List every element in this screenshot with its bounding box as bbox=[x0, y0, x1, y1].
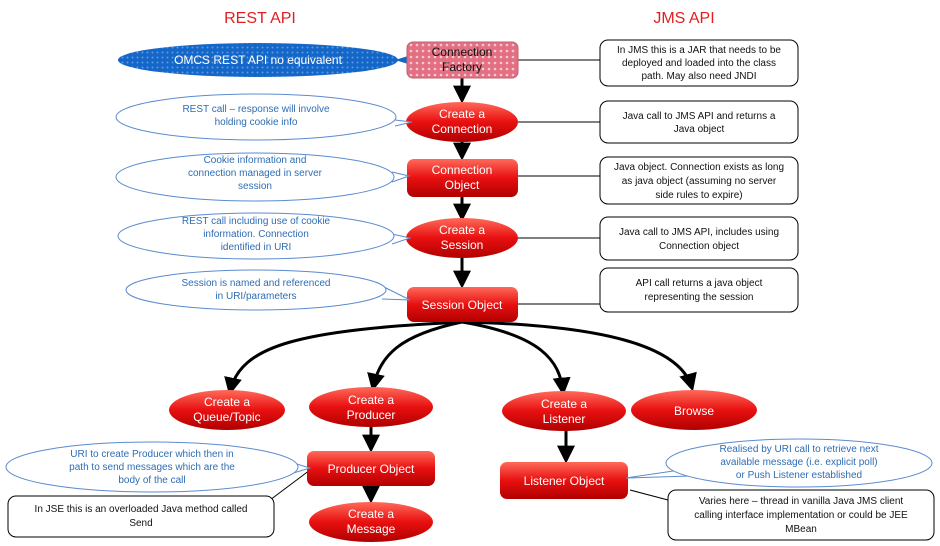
jms-note-connection-object-line3: side rules to expire) bbox=[655, 190, 742, 201]
rest-note-connection-object-line3: session bbox=[238, 181, 272, 192]
rest-note-session-object-line2: in URI/parameters bbox=[215, 291, 296, 302]
jms-note-create-connection-line1: Java call to JMS API and returns a bbox=[623, 111, 776, 122]
jms-note-create-session: Java call to JMS API, includes using Con… bbox=[599, 216, 799, 261]
omcs-label: OMCS REST API no equivalent bbox=[174, 53, 343, 67]
omcs-note: OMCS REST API no equivalent bbox=[118, 43, 408, 77]
jms-note-create-session-line1: Java call to JMS API, includes using bbox=[619, 227, 779, 238]
producer-object-label: Producer Object bbox=[328, 462, 415, 476]
rest-api-header: REST API bbox=[224, 10, 296, 27]
jms-note-session-object-line2: representing the session bbox=[645, 292, 754, 303]
rest-note-listener-object-line2: available message (i.e. explicit poll) bbox=[720, 457, 877, 468]
listener-object-node: Listener Object bbox=[500, 462, 628, 499]
jms-note-listener-object-line2: calling interface implementation or coul… bbox=[694, 510, 908, 521]
jms-note-connection-object: Java object. Connection exists as long a… bbox=[599, 156, 799, 205]
create-message-line1: Create a bbox=[348, 507, 394, 521]
jms-note-producer-object: In JSE this is an overloaded Java method… bbox=[7, 495, 275, 538]
connection-object-line1: Connection bbox=[432, 163, 493, 177]
rest-note-create-connection-line2: holding cookie info bbox=[215, 117, 298, 128]
create-queue-topic-node: Create a Queue/Topic bbox=[169, 390, 285, 430]
rest-note-create-connection: REST call – response will involve holdin… bbox=[115, 93, 413, 141]
rest-note-create-session-line1: REST call including use of cookie bbox=[182, 216, 331, 227]
rest-note-producer-object-line3: body of the call bbox=[118, 475, 185, 486]
create-message-line2: Message bbox=[347, 522, 396, 536]
jms-note-producer-object-line2: Send bbox=[129, 518, 152, 529]
jms-note-session-object: API call returns a java object represent… bbox=[599, 267, 799, 313]
rest-note-create-session: REST call including use of cookie inform… bbox=[117, 212, 412, 260]
rest-note-connection-object: Cookie information and connection manage… bbox=[115, 152, 411, 202]
jms-note-create-session-line2: Connection object bbox=[659, 241, 739, 252]
note-connectors bbox=[269, 59, 669, 501]
jms-api-header: JMS API bbox=[653, 10, 714, 27]
jms-note-connection-factory-line1: In JMS this is a JAR that needs to be bbox=[617, 45, 781, 56]
jms-note-producer-object-line1: In JSE this is an overloaded Java method… bbox=[35, 504, 248, 515]
create-connection-node: Create a Connection bbox=[406, 102, 518, 142]
rest-note-connection-object-line2: connection managed in server bbox=[188, 168, 323, 179]
create-session-line2: Session bbox=[441, 238, 484, 252]
jms-note-listener-object-line3: MBean bbox=[785, 524, 817, 535]
create-connection-line2: Connection bbox=[432, 122, 493, 136]
session-fanout-arrows bbox=[224, 320, 697, 396]
jms-note-connection-factory-line3: path. May also need JNDI bbox=[641, 71, 756, 82]
rest-note-listener-object: Realised by URI call to retrieve next av… bbox=[625, 438, 933, 488]
create-connection-line1: Create a bbox=[439, 107, 485, 121]
rest-note-producer-object: URI to create Producer which then in pat… bbox=[5, 441, 312, 493]
rest-note-producer-object-line2: path to send messages which are the bbox=[69, 462, 235, 473]
create-listener-line1: Create a bbox=[541, 397, 587, 411]
create-producer-node: Create a Producer bbox=[309, 387, 433, 427]
rest-note-producer-object-line1: URI to create Producer which then in bbox=[70, 449, 233, 460]
browse-node: Browse bbox=[631, 390, 757, 430]
create-queue-topic-line1: Create a bbox=[204, 395, 250, 409]
rest-note-session-object: Session is named and referenced in URI/p… bbox=[125, 269, 411, 311]
jms-note-listener-object: Varies here – thread in vanilla Java JMS… bbox=[667, 489, 935, 541]
connection-factory-line1: Connection bbox=[432, 45, 493, 59]
connection-factory-node: Connection Factory bbox=[406, 41, 519, 79]
create-queue-topic-line2: Queue/Topic bbox=[193, 410, 260, 424]
browse-label: Browse bbox=[674, 404, 714, 418]
create-message-node: Create a Message bbox=[309, 502, 433, 542]
create-producer-line2: Producer bbox=[347, 408, 396, 422]
session-object-label: Session Object bbox=[422, 298, 503, 312]
producer-object-node: Producer Object bbox=[307, 451, 435, 486]
create-listener-line2: Listener bbox=[543, 412, 586, 426]
create-session-node: Create a Session bbox=[406, 218, 518, 258]
rest-note-connection-object-line1: Cookie information and bbox=[204, 155, 307, 166]
jms-note-connection-factory: In JMS this is a JAR that needs to be de… bbox=[599, 39, 799, 87]
jms-note-connection-factory-line2: deployed and loaded into the class bbox=[622, 58, 776, 69]
create-producer-line1: Create a bbox=[348, 393, 394, 407]
jms-note-connection-object-line1: Java object. Connection exists as long bbox=[614, 162, 784, 173]
jms-note-create-connection-line2: Java object bbox=[674, 124, 725, 135]
rest-note-create-session-line2: information. Connection bbox=[203, 229, 309, 240]
jms-note-connection-object-line2: as java object (assuming no server bbox=[622, 176, 777, 187]
main-flow-arrows bbox=[362, 78, 575, 504]
rest-note-create-connection-line1: REST call – response will involve bbox=[182, 104, 330, 115]
rest-note-create-session-line3: identified in URI bbox=[221, 242, 292, 253]
listener-object-label: Listener Object bbox=[524, 474, 605, 488]
connection-object-line2: Object bbox=[445, 178, 480, 192]
connection-object-node: Connection Object bbox=[407, 159, 518, 197]
session-object-node: Session Object bbox=[407, 287, 518, 322]
connection-factory-line2: Factory bbox=[442, 60, 482, 74]
rest-note-listener-object-line1: Realised by URI call to retrieve next bbox=[720, 444, 879, 455]
jms-note-listener-object-line1: Varies here – thread in vanilla Java JMS… bbox=[699, 496, 904, 507]
create-session-line1: Create a bbox=[439, 223, 485, 237]
rest-note-session-object-line1: Session is named and referenced bbox=[182, 278, 331, 289]
jms-note-create-connection: Java call to JMS API and returns a Java … bbox=[599, 100, 799, 144]
rest-note-listener-object-line3: or Push Listener established bbox=[736, 470, 862, 481]
create-listener-node: Create a Listener bbox=[502, 391, 626, 431]
jms-note-session-object-line1: API call returns a java object bbox=[636, 278, 763, 289]
